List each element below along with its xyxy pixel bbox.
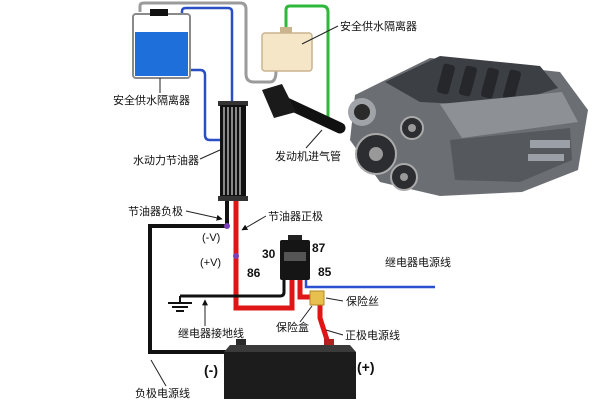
relay-power-label: 继电器电源线	[385, 255, 451, 269]
fuse-box-leader	[299, 305, 313, 323]
air-filter	[262, 84, 296, 118]
manifold-runner	[436, 63, 456, 95]
battery-positive-label: (+)	[357, 359, 375, 375]
battery-cover	[224, 345, 356, 352]
battery-positive-terminal	[324, 339, 334, 347]
negative-cable-label: 负极电源线	[135, 386, 190, 400]
green-tube	[284, 4, 330, 124]
relay	[280, 235, 310, 280]
manifold-runner	[502, 69, 522, 101]
ground-symbol	[168, 296, 192, 312]
manifold-runner	[458, 65, 478, 97]
battery	[224, 339, 356, 399]
throttle-bore	[354, 104, 370, 120]
valve-cover	[440, 92, 578, 138]
blue-feed-tube	[180, 6, 234, 102]
tank-water	[135, 32, 188, 76]
negative-voltage-label: (-V)	[202, 232, 220, 244]
bubbler-leader	[301, 25, 339, 45]
relay-pin-87: 87	[312, 241, 326, 255]
negative-junction-dot	[224, 223, 230, 229]
positive-junction-dot	[233, 253, 239, 259]
hho-cell	[218, 101, 248, 201]
idler-pulley-hub	[408, 124, 416, 132]
cell-leader	[199, 149, 221, 160]
cell-negative-label: 节油器负极	[128, 204, 183, 218]
bubbler-body	[261, 32, 313, 72]
relay-to-fuse-wire	[297, 280, 310, 300]
relay-pin-30: 30	[262, 247, 276, 261]
relay-ground-wire	[180, 280, 286, 298]
tank-label: 安全供水隔离器	[113, 93, 190, 107]
cell-bottom-cap	[218, 196, 248, 201]
relay-pin-85: 85	[318, 265, 332, 279]
crank-pulley-hub	[369, 147, 383, 161]
positive-cable	[317, 305, 332, 347]
air-intake	[262, 84, 346, 134]
cell-positive-label: 节油器正极	[268, 209, 323, 223]
fuse-label: 保险丝	[346, 294, 379, 308]
blue-return-tube	[188, 68, 220, 142]
engine	[348, 56, 588, 196]
intake-leader	[305, 129, 323, 149]
accessory-pulley-hub	[400, 173, 408, 181]
relay-tab	[288, 235, 302, 241]
bubbler-top-label: 安全供水隔离器	[340, 19, 417, 33]
cell-positive-arrow	[241, 215, 267, 231]
positive-cable-leader	[325, 329, 344, 336]
cell-top-cap	[218, 101, 248, 106]
tank-cap	[150, 9, 168, 16]
intake-label: 发动机进气管	[275, 149, 341, 163]
battery-negative-label: (-)	[204, 362, 218, 378]
cell-label: 水动力节油器	[133, 153, 199, 167]
relay-label-plate	[284, 252, 306, 261]
bubbler	[261, 27, 313, 72]
cell-negative-arrow	[185, 210, 223, 221]
fuse-box	[309, 290, 325, 306]
relay-power-wire	[304, 280, 435, 289]
relay-pin-86: 86	[247, 266, 261, 280]
gray-tube	[138, 1, 278, 84]
positive-cable-label: 正极电源线	[345, 328, 400, 342]
fuse-leader	[325, 297, 344, 302]
bubbler-cap	[280, 27, 292, 34]
battery-body	[224, 352, 356, 399]
manifold-runner	[480, 67, 500, 99]
relay-ground-label: 继电器接地线	[178, 326, 244, 340]
positive-voltage-label: (+V)	[200, 257, 221, 269]
negative-cable-leader	[150, 359, 167, 387]
exhaust-pipe	[528, 154, 564, 161]
fuse-box-label: 保险盒	[276, 320, 309, 334]
battery-negative-terminal	[236, 339, 246, 347]
exhaust-pipe	[530, 140, 570, 148]
water-tank	[132, 9, 191, 79]
